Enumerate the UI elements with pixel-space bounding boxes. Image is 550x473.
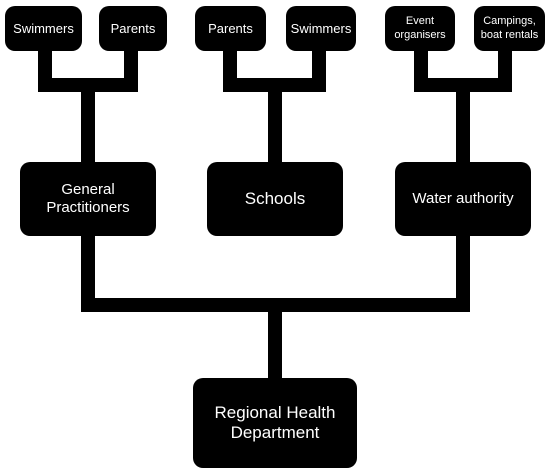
top-node-event-organisers-line-2: organisers bbox=[394, 28, 446, 41]
top-node-swimmers-middle-label: Swimmers bbox=[290, 20, 352, 36]
top-node-event-organisers: Event organisers bbox=[385, 6, 455, 51]
top-node-swimmers-left-label: Swimmers bbox=[13, 20, 74, 36]
middle-node-schools: Schools bbox=[207, 162, 343, 236]
top-node-swimmers-left: Swimmers bbox=[5, 6, 82, 51]
middle-node-schools-label: Schools bbox=[244, 188, 306, 208]
root-node-line-2: Department bbox=[230, 423, 320, 442]
middle-node-water-authority-label: Water authority bbox=[412, 190, 514, 207]
connector-left-middle-drop bbox=[81, 234, 95, 312]
top-node-parents-middle-label: Parents bbox=[208, 20, 253, 36]
connector-right-middle-drop bbox=[456, 234, 470, 312]
root-node-line-1: Regional Health bbox=[214, 402, 336, 422]
middle-node-general-practitioners-line-2: Practitioners bbox=[46, 199, 130, 216]
connector-right-down bbox=[456, 78, 470, 164]
middle-node-general-practitioners-line-1: General bbox=[61, 181, 115, 198]
middle-node-water-authority: Water authority bbox=[395, 162, 531, 236]
top-node-campings-boat-rentals: Campings, boat rentals bbox=[474, 6, 545, 51]
top-node-campings-line-1: Campings, bbox=[483, 14, 536, 27]
top-node-parents-middle: Parents bbox=[195, 6, 266, 51]
root-node-regional-health-department: Regional Health Department bbox=[193, 378, 357, 468]
top-node-parents-left-label: Parents bbox=[110, 20, 156, 36]
connector-left-down bbox=[81, 78, 95, 164]
top-node-parents-left: Parents bbox=[99, 6, 167, 51]
middle-node-general-practitioners: General Practitioners bbox=[20, 162, 156, 236]
top-node-swimmers-middle: Swimmers bbox=[286, 6, 356, 51]
connector-middle-down bbox=[268, 78, 282, 164]
connector-root-drop bbox=[268, 298, 282, 382]
top-node-campings-line-2: boat rentals bbox=[480, 28, 539, 41]
top-node-event-organisers-line-1: Event bbox=[405, 14, 435, 27]
